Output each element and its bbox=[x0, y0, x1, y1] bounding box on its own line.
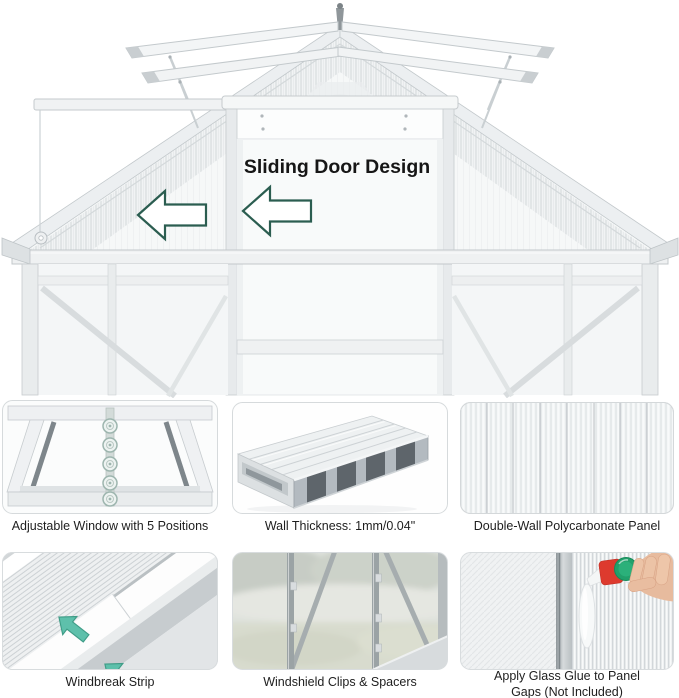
feature-card-windshield-clips bbox=[232, 552, 448, 670]
left-arrow-icon bbox=[241, 184, 313, 238]
feature-card-polycarbonate-panel bbox=[460, 402, 674, 514]
feature-card-glass-glue bbox=[460, 552, 674, 670]
aluminum-profile-illustration bbox=[232, 402, 448, 514]
feature-card-adjustable-window bbox=[2, 400, 218, 514]
glass-glue-illustration bbox=[460, 552, 674, 670]
door-track bbox=[221, 95, 459, 140]
feature-card-wall-thickness bbox=[232, 402, 448, 514]
greenhouse-hero-illustration: Sliding Door Design bbox=[1, 3, 679, 398]
feature-caption: Windbreak Strip bbox=[2, 675, 218, 691]
feature-caption: Double-Wall Polycarbonate Panel bbox=[460, 519, 674, 535]
caption-text: Apply Glass Glue to Panel Gaps (Not Incl… bbox=[494, 669, 640, 698]
feature-card-windbreak-strip bbox=[2, 552, 218, 670]
left-arrow-icon bbox=[136, 188, 208, 242]
adjustable-window-illustration bbox=[2, 400, 218, 514]
caption-text: Adjustable Window with 5 Positions bbox=[11, 519, 209, 533]
eave-bar bbox=[1, 237, 679, 265]
caption-text: Double-Wall Polycarbonate Panel bbox=[473, 519, 661, 533]
position-holes bbox=[102, 418, 118, 507]
caption-text: Wall Thickness: 1mm/0.04" bbox=[264, 519, 416, 533]
feature-caption: Apply Glass Glue to Panel Gaps (Not Incl… bbox=[460, 669, 674, 698]
panel-clips bbox=[290, 573, 382, 653]
sliding-door bbox=[236, 138, 444, 396]
down-left-arrow-icon bbox=[104, 662, 136, 670]
hero-title: Sliding Door Design bbox=[244, 156, 430, 178]
side-walls bbox=[21, 263, 659, 398]
roof-vent-right bbox=[337, 21, 555, 129]
hand bbox=[628, 552, 674, 602]
polycarbonate-panel-illustration bbox=[460, 402, 674, 514]
windbreak-strip-illustration bbox=[2, 552, 218, 670]
down-left-arrow-icon bbox=[58, 615, 90, 643]
feature-caption: Windshield Clips & Spacers bbox=[232, 675, 448, 691]
caption-text: Windbreak Strip bbox=[65, 675, 155, 689]
windshield-clips-illustration bbox=[232, 552, 448, 670]
feature-caption: Wall Thickness: 1mm/0.04" bbox=[232, 519, 448, 535]
feature-caption: Adjustable Window with 5 Positions bbox=[2, 519, 218, 535]
caption-text: Windshield Clips & Spacers bbox=[263, 675, 417, 689]
